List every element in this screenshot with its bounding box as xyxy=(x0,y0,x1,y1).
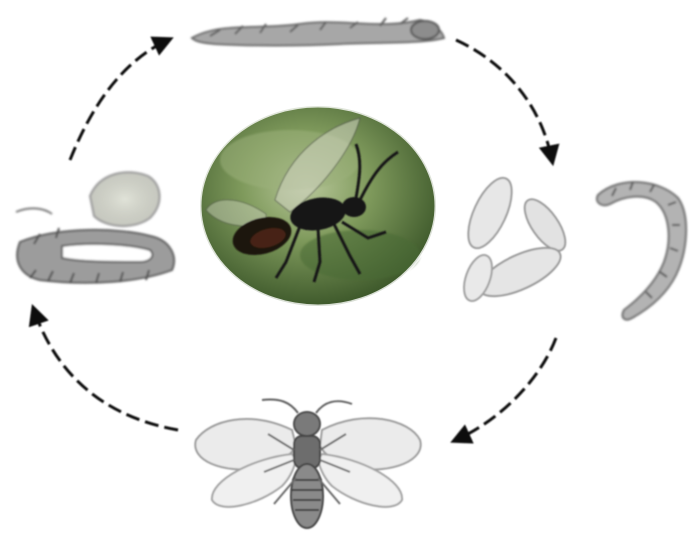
eggs-icon xyxy=(459,172,573,306)
wasp-icon xyxy=(195,400,420,528)
wasp-photo-icon xyxy=(200,106,436,306)
cocoon-icon xyxy=(16,172,174,283)
larva-icon xyxy=(192,18,444,46)
arrow-right-bottom xyxy=(456,338,556,440)
arrow-bottom-left xyxy=(34,310,178,430)
arrow-left-top xyxy=(70,40,168,160)
arrow-top-right xyxy=(456,40,552,160)
curled-larva-icon xyxy=(597,182,686,320)
